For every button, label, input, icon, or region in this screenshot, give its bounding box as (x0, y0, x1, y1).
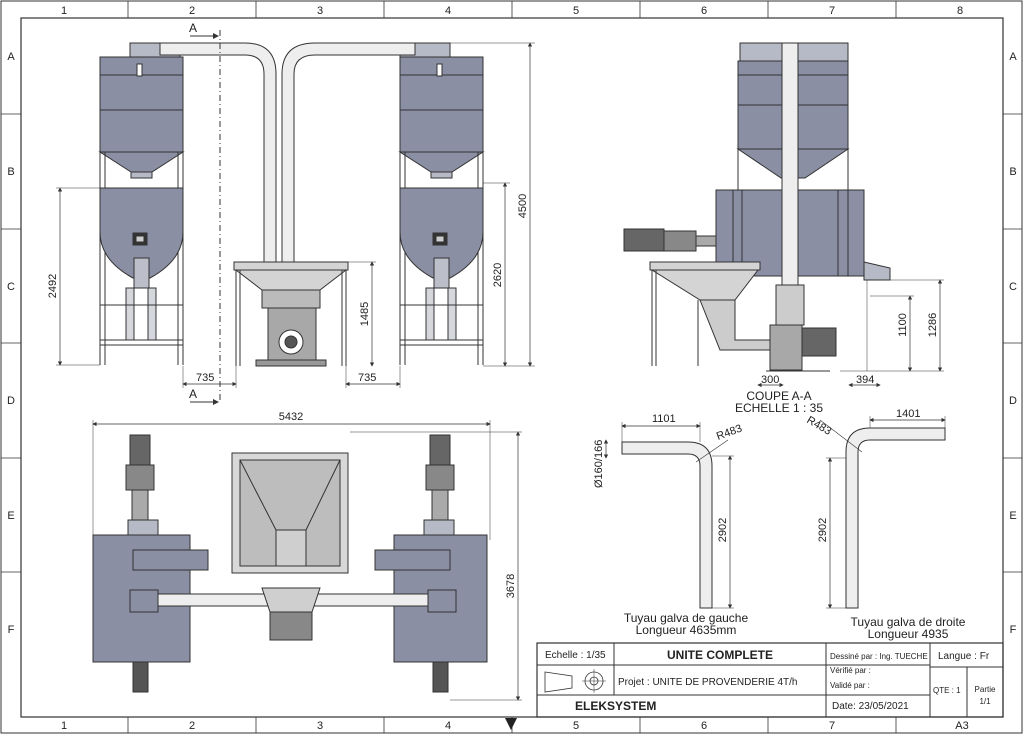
dim-height-right-silo: 2620 (492, 263, 504, 287)
pipe-detail-left-labels: 1101 R483 Ø160/166 2902 Tuyau galva de g… (593, 413, 748, 637)
col-label: 6 (701, 5, 707, 17)
tb-company: ELEKSYSTEM (575, 699, 656, 713)
dim-offset-left: 735 (196, 372, 214, 384)
sheet-format: A3 (955, 720, 968, 732)
dim-pipe-left-radius: R483 (715, 423, 744, 443)
row-label: C (7, 281, 15, 293)
pipe-right-front (281, 42, 416, 296)
section-marker-top: A (189, 21, 197, 35)
section-title: COUPE A-A (746, 389, 811, 403)
dim-pipe-left-horizontal: 1101 (652, 413, 676, 425)
dim-1286: 1286 (927, 313, 939, 337)
centering-mark-icon (505, 718, 517, 730)
row-label: E (7, 510, 14, 522)
dim-pipe-left-vertical: 2902 (717, 518, 729, 542)
tb-validated-by: Validé par : (830, 681, 870, 690)
pipe-left-length: Longueur 4635mm (636, 623, 737, 637)
row-label: A (7, 51, 15, 63)
col-label: 7 (829, 5, 835, 17)
dim-width: 5432 (279, 411, 303, 423)
col-label: 5 (573, 5, 579, 17)
dim-depth: 3678 (505, 574, 517, 598)
dim-height-hopper: 1485 (359, 302, 371, 326)
tb-scale: Echelle : 1/35 (545, 650, 606, 661)
col-label: 1 (61, 5, 67, 17)
col-label: 8 (957, 5, 963, 17)
plan-hopper (231, 452, 349, 641)
plan-left-unit (92, 434, 209, 693)
row-label: F (8, 624, 15, 636)
grid-labels: 1 2 3 4 5 6 7 8 1 2 3 4 5 6 7 A3 A B C D… (7, 5, 1017, 732)
dim-height-left-silo: 2492 (47, 274, 59, 298)
mixer-hopper (233, 261, 349, 367)
row-label: B (7, 166, 14, 178)
col-label: 4 (445, 720, 451, 732)
pipe-right-length: Longueur 4935 (868, 627, 949, 641)
row-label: F (1010, 624, 1017, 636)
col-label: 4 (445, 5, 451, 17)
dim-pipe-right-vertical: 2902 (817, 518, 829, 542)
front-view-labels: A A 2492 4500 2620 1485 735 735 (47, 21, 529, 401)
tb-date: Date: 23/05/2021 (832, 701, 909, 712)
plan-right-unit (374, 434, 488, 693)
right-silo (398, 42, 485, 365)
pipe-detail-left (603, 422, 734, 609)
dim-pipe-right-horizontal: 1401 (896, 408, 920, 420)
section-marker-bottom: A (189, 387, 197, 401)
dim-height-total: 4500 (517, 194, 529, 218)
front-view (56, 30, 535, 405)
col-label: 3 (317, 720, 323, 732)
dim-1100: 1100 (897, 313, 909, 337)
pipe-right-caption: Tuyau galva de droite (851, 615, 966, 629)
row-label: B (1009, 166, 1016, 178)
section-scale: ECHELLE 1 : 35 (735, 401, 823, 415)
tb-project: Projet : UNITE DE PROVENDERIE 4T/h (618, 677, 798, 688)
dim-pipe-right-radius: R483 (805, 414, 834, 438)
plan-view-labels: 5432 3678 (279, 411, 517, 598)
tb-part-num: 1/1 (979, 697, 991, 706)
col-label: 2 (189, 5, 195, 17)
col-label: 2 (189, 720, 195, 732)
col-label: 3 (317, 5, 323, 17)
col-label: 5 (573, 720, 579, 732)
left-silo (98, 42, 185, 365)
projection-symbol-icon (544, 671, 573, 693)
col-label: 7 (829, 720, 835, 732)
row-label: E (1009, 510, 1016, 522)
title-block (536, 642, 1004, 718)
row-label: D (1009, 395, 1017, 407)
tb-drawn-by: Dessiné par : Ing. TUECHE (830, 652, 928, 661)
title-block-text: Echelle : 1/35 UNITE COMPLETE Projet : U… (545, 648, 996, 713)
dim-pipe-left-diameter: Ø160/166 (593, 440, 605, 488)
tb-part: Partie (975, 685, 996, 694)
dim-300: 300 (761, 374, 779, 386)
dim-394: 394 (856, 374, 874, 386)
row-label: D (7, 395, 15, 407)
section-view-labels: 300 394 1100 1286 COUPE A-A ECHELLE 1 : … (735, 313, 939, 415)
row-label: A (1009, 51, 1017, 63)
pipe-detail-right-labels: 1401 R483 2902 Tuyau galva de droite Lon… (805, 408, 966, 641)
dim-offset-right: 735 (358, 372, 376, 384)
tb-qty: QTE : 1 (933, 686, 961, 695)
tb-title: UNITE COMPLETE (667, 648, 773, 662)
tb-language: Langue : Fr (938, 651, 990, 662)
row-label: C (1009, 281, 1017, 293)
pipe-left-caption: Tuyau galva de gauche (624, 611, 749, 625)
col-label: 6 (701, 720, 707, 732)
col-label: 1 (61, 720, 67, 732)
plan-view (92, 420, 522, 701)
pipe-detail-right (819, 416, 946, 609)
section-view (623, 42, 944, 388)
tb-checked-by: Vérifié par : (830, 666, 871, 675)
